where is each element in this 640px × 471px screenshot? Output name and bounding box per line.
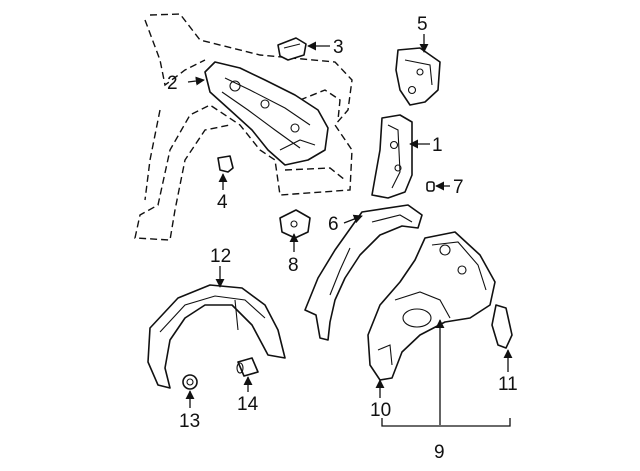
part-3-bracket (277, 37, 307, 61)
callout-9: 9 (434, 442, 445, 463)
part-2-upper-panel (204, 61, 329, 166)
leader-lines (185, 34, 513, 427)
callout-3: 3 (333, 37, 344, 58)
part-1-reinforcement (371, 114, 413, 199)
callout-12: 12 (210, 246, 231, 267)
part-8-bracket (279, 209, 311, 239)
part-5-bracket (395, 47, 441, 106)
callout-2: 2 (167, 73, 178, 94)
callout-13: 13 (179, 411, 200, 432)
callout-7: 7 (453, 177, 464, 198)
part-6-wheelhouse-arch (304, 204, 423, 341)
quarter-panel-outline (134, 13, 353, 241)
callout-14: 14 (237, 394, 259, 415)
part-9-inner-wheelhouse (367, 231, 496, 381)
part-12-wheelhouse-liner (147, 284, 286, 389)
callout-1: 1 (432, 135, 443, 156)
part-13-nut (182, 374, 198, 390)
callout-4: 4 (217, 192, 228, 213)
callout-8: 8 (288, 255, 299, 276)
part-11-bracket (491, 304, 513, 349)
part-7-plug (426, 181, 435, 192)
callout-6: 6 (328, 214, 339, 235)
part-4-clip (217, 155, 234, 173)
callout-5: 5 (417, 14, 428, 35)
callout-11: 11 (498, 374, 518, 395)
callout-labels: 1 2 3 4 5 6 7 8 9 10 11 12 13 14 (167, 14, 518, 463)
callout-10: 10 (370, 400, 391, 421)
part-14-push-pin (236, 357, 259, 377)
